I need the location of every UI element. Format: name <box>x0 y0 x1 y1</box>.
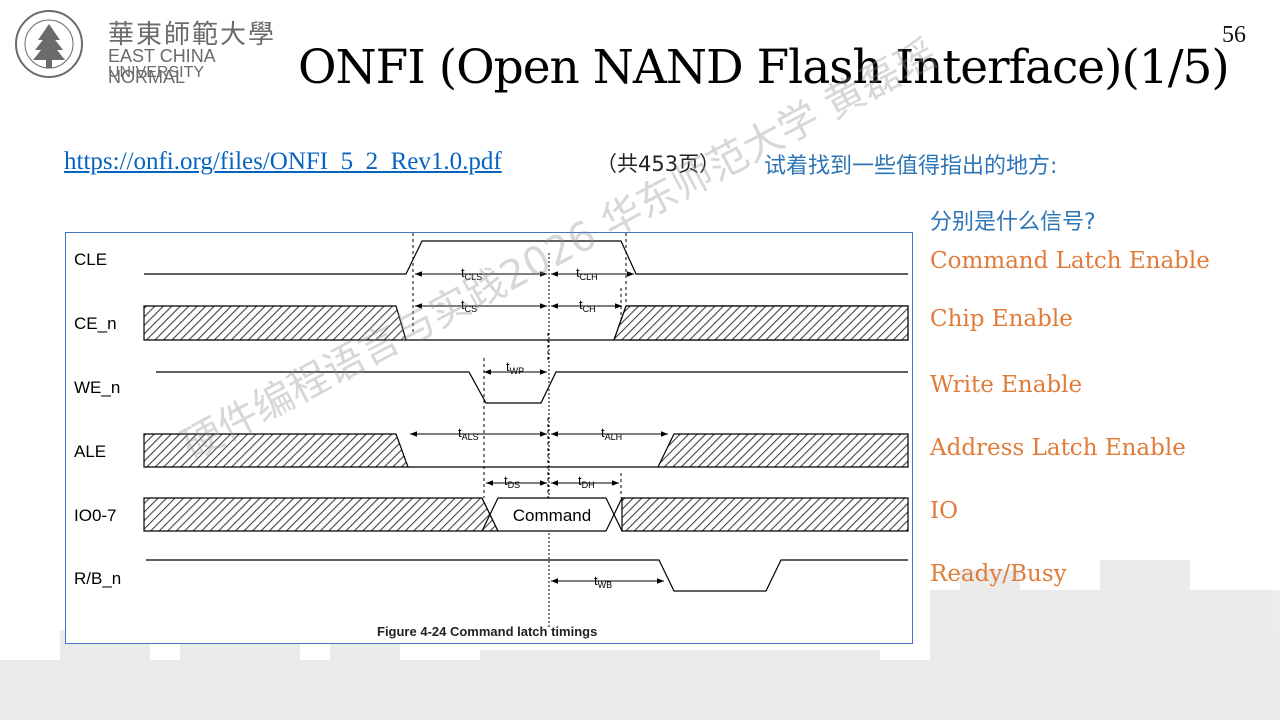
tdh-label: tDH <box>578 473 595 490</box>
page-number: 56 <box>1222 22 1246 48</box>
tch-label: tCH <box>579 297 596 314</box>
waveform-we <box>156 371 908 404</box>
logo-chinese-name: 華東師範大學 <box>108 20 277 50</box>
signal-name-io: IO <box>930 498 958 524</box>
label-ce: CE_n <box>74 314 117 333</box>
university-logo: 華東師範大學 EAST CHINA NORMAL UNIVERSITY <box>12 8 292 87</box>
signal-name-we: Write Enable <box>930 372 1083 398</box>
signal-name-ce: Chip Enable <box>930 306 1073 332</box>
tclh-label: tCLH <box>576 265 598 282</box>
twb-label: tWB <box>594 573 612 590</box>
talh-label: tALH <box>601 425 622 442</box>
university-emblem-icon <box>15 10 83 78</box>
tcls-label: tCLS <box>461 265 482 282</box>
onfi-spec-link[interactable]: https://onfi.org/files/ONFI_5_2_Rev1.0.p… <box>64 148 502 175</box>
waveform-rb <box>146 559 908 592</box>
label-cle: CLE <box>74 250 107 269</box>
label-io: IO0-7 <box>74 506 117 525</box>
slide-title: ONFI (Open NAND Flash Interface)(1/5) <box>298 40 1230 95</box>
instruction-text: 试着找到一些值得指出的地方: <box>764 154 1058 179</box>
signal-name-cle: Command Latch Enable <box>930 248 1210 274</box>
timing-diagram: CLE CE_n WE_n ALE IO0-7 R/B_n <box>74 233 909 639</box>
timing-diagram-figure: CLE CE_n WE_n ALE IO0-7 R/B_n <box>65 232 913 644</box>
logo-english-line2: UNIVERSITY <box>108 64 205 81</box>
label-we: WE_n <box>74 378 120 397</box>
twp-label: tWP <box>506 359 524 376</box>
tals-label: tALS <box>458 425 479 442</box>
figure-caption: Figure 4-24 Command latch timings <box>377 624 597 639</box>
tds-label: tDS <box>504 473 520 490</box>
signal-name-ale: Address Latch Enable <box>930 435 1186 461</box>
label-rb: R/B_n <box>74 569 121 588</box>
waveform-ale <box>657 433 909 468</box>
waveform-io <box>621 497 909 532</box>
signal-name-rb: Ready/Busy <box>930 561 1067 587</box>
tcs-label: tCS <box>461 297 477 314</box>
label-ale: ALE <box>74 442 106 461</box>
page-count-note: （共453页） <box>596 152 721 176</box>
logo-english-line1: EAST CHINA NORMAL <box>108 46 215 87</box>
waveform-cle <box>144 240 908 275</box>
waveform-ce <box>613 305 909 341</box>
question-text: 分别是什么信号? <box>930 210 1096 235</box>
command-label: Command <box>513 506 591 525</box>
